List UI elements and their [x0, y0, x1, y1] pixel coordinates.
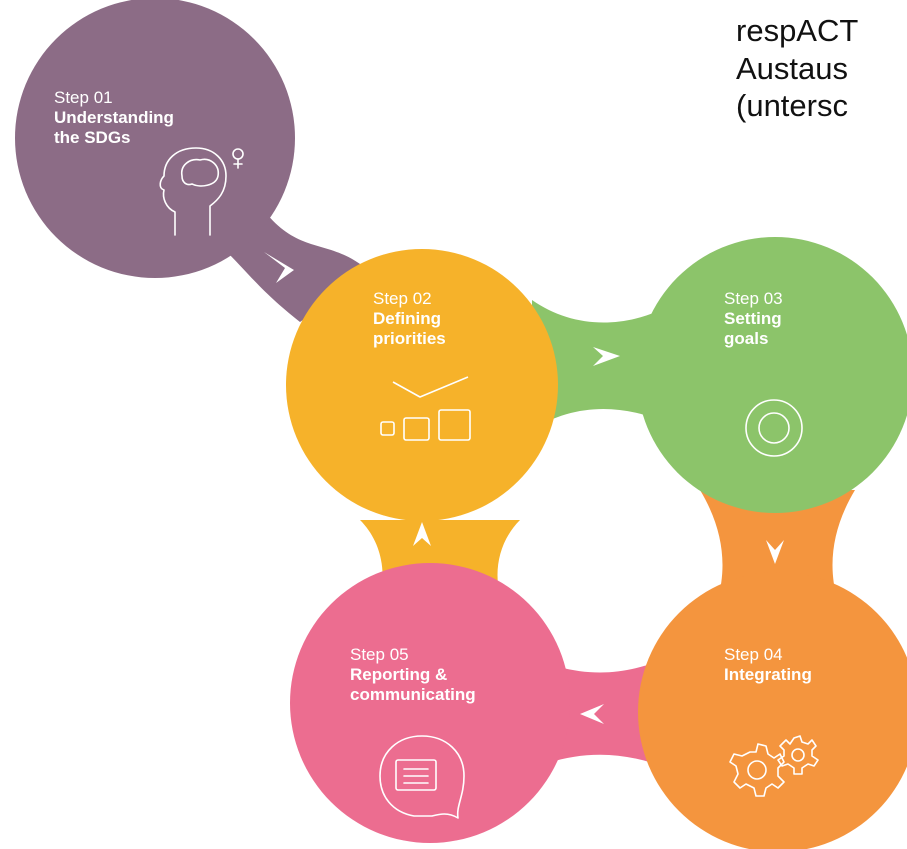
arrow-right-icon — [593, 347, 620, 366]
overlay-line-2: Austaus — [736, 50, 849, 86]
gears-icon — [729, 735, 819, 797]
arrow-right-icon — [264, 252, 294, 283]
step-2-number: Step 02 — [373, 289, 432, 308]
target-icon — [745, 399, 803, 457]
step-4-circle — [638, 572, 907, 849]
step-5-number: Step 05 — [350, 645, 409, 664]
step-3-title: Setting goals — [724, 309, 782, 349]
step-5-circle — [290, 563, 570, 843]
overlay-text: respACT Austaus (untersc — [736, 12, 907, 125]
step-5-label: Step 05 Reporting & communicating — [350, 645, 476, 705]
step-1-number: Step 01 — [54, 88, 113, 107]
step-5-title: Reporting & communicating — [350, 665, 476, 705]
overlay-line-1: respACT — [736, 13, 859, 48]
arrow-left-icon — [580, 704, 604, 724]
arrow-down-icon — [766, 540, 784, 564]
step-3-number: Step 03 — [724, 289, 783, 308]
step-3-label: Step 03 Setting goals — [724, 289, 783, 349]
step-4-title: Integrating — [724, 665, 812, 685]
step-4-number: Step 04 — [724, 645, 783, 664]
step-4-label: Step 04 Integrating — [724, 645, 812, 685]
overlay-line-3: (untersc — [736, 88, 848, 123]
arrow-up-icon — [413, 522, 431, 546]
step-3-circle — [637, 237, 907, 513]
speech-bubble-document-icon — [379, 735, 465, 819]
step-2-label: Step 02 Defining priorities — [373, 289, 446, 349]
step-1-circle — [15, 0, 295, 278]
step-1-title: Understanding the SDGs — [54, 108, 174, 148]
head-with-brain-icon — [159, 147, 244, 236]
priority-boxes-icon — [380, 376, 471, 441]
step-2-circle — [286, 249, 558, 521]
step-1-label: Step 01 Understanding the SDGs — [54, 88, 174, 148]
step-2-title: Defining priorities — [373, 309, 446, 349]
